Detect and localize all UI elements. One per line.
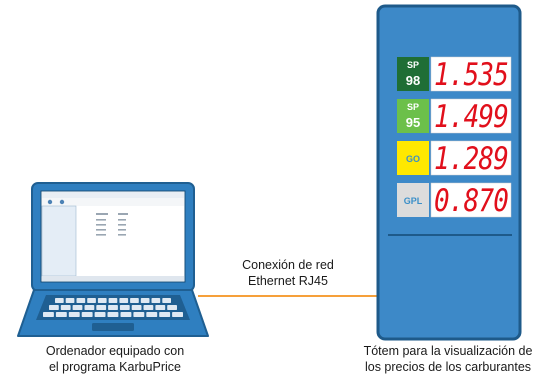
keyboard-key bbox=[120, 312, 132, 317]
fuel-code-top: SP bbox=[407, 102, 419, 112]
fuel-badge bbox=[397, 141, 429, 175]
totem-caption-line1: Tótem para la visualización de bbox=[363, 344, 533, 358]
app-window-toolbar bbox=[42, 198, 184, 206]
keyboard-key bbox=[162, 298, 171, 303]
price-value: 0.870 bbox=[434, 183, 508, 219]
app-window-sidebar bbox=[41, 205, 77, 277]
keyboard-key bbox=[68, 312, 80, 317]
app-window-titlebar bbox=[42, 192, 184, 198]
price-value: 1.289 bbox=[434, 141, 508, 177]
connection-label-line2: Ethernet RJ45 bbox=[248, 274, 328, 288]
keyboard-key bbox=[49, 305, 59, 310]
keyboard-key bbox=[133, 312, 145, 317]
keyboard-key bbox=[65, 298, 75, 303]
keyboard-key bbox=[72, 305, 83, 310]
toolbar-icon bbox=[47, 199, 53, 205]
app-window-statusbar bbox=[42, 276, 184, 281]
price-row: SP 95 1.499 bbox=[397, 98, 512, 135]
keyboard-key bbox=[76, 298, 86, 303]
keyboard-key bbox=[172, 312, 183, 317]
price-value: 1.535 bbox=[434, 57, 508, 93]
keyboard-key bbox=[167, 305, 177, 310]
connection-label: Conexión de red Ethernet RJ45 bbox=[208, 257, 368, 289]
keyboard-key bbox=[94, 312, 106, 317]
fuel-code-top: SP bbox=[407, 60, 419, 70]
app-window-table bbox=[96, 213, 128, 236]
keyboard-key bbox=[130, 298, 139, 303]
keyboard-key bbox=[155, 305, 166, 310]
laptop-touchpad bbox=[92, 323, 134, 331]
keyboard-key bbox=[84, 305, 95, 310]
fuel-code: GPL bbox=[404, 196, 423, 206]
keyboard-key bbox=[143, 305, 154, 310]
keyboard-key bbox=[119, 305, 130, 310]
keyboard-key bbox=[146, 312, 158, 317]
laptop-caption: Ordenador equipado con el programa Karbu… bbox=[20, 343, 210, 375]
keyboard-key bbox=[55, 312, 67, 317]
fuel-code: 95 bbox=[406, 115, 420, 130]
app-window-content bbox=[77, 206, 184, 276]
laptop-caption-line2: el programa KarbuPrice bbox=[48, 360, 181, 374]
price-row: GPL 0.870 bbox=[397, 182, 512, 219]
keyboard-key bbox=[140, 298, 150, 303]
totem-caption: Tótem para la visualización de los preci… bbox=[336, 343, 560, 375]
toolbar-icon bbox=[59, 199, 65, 205]
price-display bbox=[430, 56, 512, 92]
laptop-caption-line1: Ordenador equipado con bbox=[45, 344, 185, 358]
keyboard-key bbox=[97, 298, 107, 303]
price-display bbox=[430, 140, 512, 176]
fuel-badge bbox=[397, 183, 429, 217]
keyboard-key bbox=[81, 312, 93, 317]
price-display bbox=[430, 182, 512, 218]
connection-label-line1: Conexión de red bbox=[242, 258, 334, 272]
totem-caption-line2: los precios de los carburantes bbox=[364, 360, 532, 374]
keyboard-key bbox=[108, 305, 118, 310]
keyboard-key bbox=[151, 298, 161, 303]
fuel-code: GO bbox=[406, 154, 420, 164]
fuel-badge bbox=[397, 99, 429, 133]
keyboard-key bbox=[96, 305, 107, 310]
keyboard-key bbox=[131, 305, 142, 310]
keyboard-key bbox=[108, 298, 118, 303]
price-row: GO 1.289 bbox=[397, 140, 512, 177]
keyboard-key bbox=[119, 298, 129, 303]
fuel-code: 98 bbox=[406, 73, 420, 88]
price-value: 1.499 bbox=[434, 99, 508, 135]
keyboard-keys bbox=[43, 298, 183, 317]
keyboard-key bbox=[55, 298, 64, 303]
keyboard-key bbox=[159, 312, 171, 317]
price-display bbox=[430, 98, 512, 134]
keyboard-key bbox=[60, 305, 71, 310]
keyboard-key bbox=[43, 312, 54, 317]
keyboard-key bbox=[87, 298, 96, 303]
keyboard-key bbox=[107, 312, 119, 317]
fuel-badge bbox=[397, 57, 429, 91]
laptop bbox=[17, 182, 209, 337]
price-row: SP 98 1.535 bbox=[397, 56, 512, 93]
